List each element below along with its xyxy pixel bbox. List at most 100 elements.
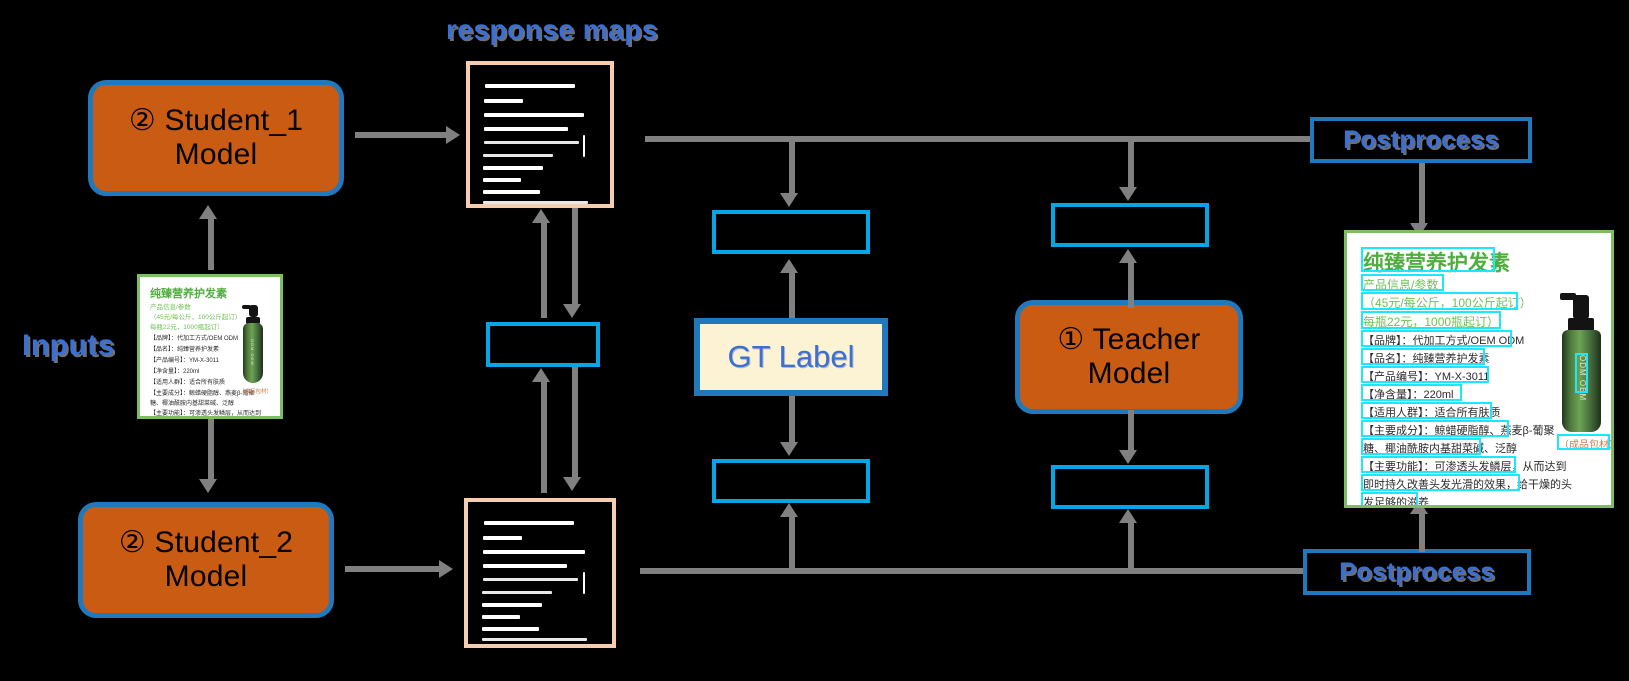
postprocess-bottom-label: Postprocess bbox=[1339, 557, 1495, 586]
branch-bottom-to-loss-gt bbox=[789, 516, 795, 568]
arrow-input-to-student2 bbox=[208, 419, 214, 481]
arrow-respmap-top-down bbox=[572, 208, 578, 306]
arrow-student1-to-respmap bbox=[355, 132, 447, 138]
arrow-gt-to-loss-bottom-head bbox=[780, 442, 798, 456]
loss-box-gt-top[interactable] bbox=[712, 210, 870, 254]
response-map-bottom bbox=[464, 498, 616, 648]
output-card-line-5: 【产品编号】：YM-X-3011 bbox=[1363, 371, 1490, 383]
loss-box-gt-bottom[interactable] bbox=[712, 459, 870, 503]
input-card-line-9: 糖、椰油酰胺内基甜菜碱、泛醇 bbox=[150, 401, 235, 407]
student2-model-label-line2: Model bbox=[164, 560, 248, 593]
arrow-postprocess-top-to-card bbox=[1419, 163, 1425, 225]
arrow-gt-to-loss-bottom bbox=[789, 396, 795, 444]
input-card-line-4: 【品名】：纯臻营养护发素 bbox=[150, 347, 220, 353]
output-card-line-2: 每瓶22元，1000瓶起订） bbox=[1363, 315, 1500, 329]
student2-model-node[interactable]: ② Student_2 Model bbox=[78, 502, 334, 618]
output-card-line-1: （45元/每公斤，100公斤起订） bbox=[1363, 296, 1532, 310]
arrow-input-to-student1-head bbox=[199, 205, 217, 219]
branch-bottom-to-loss-teacher bbox=[1128, 522, 1134, 568]
loss-box-middle[interactable] bbox=[486, 322, 600, 367]
input-product-card: 纯臻营养护发素 产品信息/参数 （45元/每公斤，100公斤起订） 每瓶22元，… bbox=[137, 274, 283, 419]
arrow-teacher-to-loss-bottom-head bbox=[1119, 450, 1137, 464]
input-card-line-5: 【产品编号】：YM-X-3011 bbox=[150, 358, 219, 364]
response-map-top bbox=[466, 61, 614, 208]
arrow-teacher-to-loss-bottom bbox=[1128, 410, 1134, 452]
bus-line-bottom bbox=[640, 568, 1303, 574]
output-card-line-11: 即时持久改善头发光滑的效果，给干燥的头 bbox=[1363, 479, 1572, 491]
input-card-line-6: 【净含量】：220ml bbox=[150, 369, 200, 375]
student1-model-node[interactable]: ② Student_1 Model bbox=[88, 80, 344, 196]
input-card-bottle-cap bbox=[249, 305, 258, 317]
teacher-model-node[interactable]: ① Teacher Model bbox=[1015, 300, 1243, 414]
input-card-line-3: 【品牌】：代加工方式/OEM ODM bbox=[150, 336, 238, 342]
input-card-title: 纯臻营养护发素 bbox=[150, 288, 227, 300]
arrow-input-to-student1 bbox=[208, 218, 214, 270]
arrow-respmap-bottom-up-head bbox=[532, 368, 550, 382]
output-card-title: 纯臻营养护发素 bbox=[1363, 252, 1510, 275]
arrow-middle-to-respmap-bottom bbox=[572, 367, 578, 479]
output-card-line-0: 产品信息/参数 bbox=[1363, 278, 1439, 292]
inputs-label: Inputs bbox=[22, 329, 115, 362]
arrow-respmap-bottom-up bbox=[541, 381, 547, 493]
input-card-line-10: 【主要功能】：可渗透头发鳞层，从而达到 bbox=[150, 411, 262, 417]
arrow-middle-to-respmap-top bbox=[541, 222, 547, 318]
arrow-middle-to-respmap-top-head bbox=[532, 209, 550, 223]
output-card-line-10: 【主要功能】：可渗透头发鳞层，从而达到 bbox=[1363, 461, 1567, 473]
arrow-student1-to-respmap-head bbox=[446, 126, 460, 144]
input-card-line-0: 产品信息/参数 bbox=[150, 304, 191, 311]
student2-model-label-line1: ② Student_2 bbox=[118, 526, 294, 560]
branch-top-to-loss-gt-head bbox=[780, 193, 798, 207]
output-card-bottle-cap bbox=[1573, 295, 1589, 319]
arrow-teacher-to-loss-top bbox=[1128, 262, 1134, 308]
gt-label-text: GT Label bbox=[727, 339, 855, 374]
bus-line-top bbox=[645, 136, 1310, 142]
student1-model-label-line1: ② Student_1 bbox=[128, 104, 304, 138]
output-card-bottle-neck bbox=[1568, 318, 1594, 331]
output-product-card: 纯臻营养护发素 产品信息/参数 （45元/每公斤，100公斤起订） 每瓶22元，… bbox=[1344, 230, 1614, 508]
arrow-middle-to-respmap-bottom-head bbox=[563, 477, 581, 491]
postprocess-top-label: Postprocess bbox=[1343, 125, 1499, 154]
input-card-line-7: 【适用人群】：适合所有肤质 bbox=[150, 380, 226, 386]
postprocess-bottom-node[interactable]: Postprocess bbox=[1303, 549, 1531, 595]
output-card-bottle-spout bbox=[1560, 293, 1576, 300]
arrow-respmap-top-down-head bbox=[563, 304, 581, 318]
arrow-teacher-to-loss-top-head bbox=[1119, 249, 1137, 263]
output-card-line-4: 【品名】：纯臻营养护发素 bbox=[1363, 353, 1490, 365]
branch-top-to-loss-teacher-head bbox=[1119, 187, 1137, 201]
loss-box-teacher-bottom[interactable] bbox=[1051, 465, 1209, 509]
output-card-line-6: 【净含量】：220ml bbox=[1363, 389, 1454, 401]
input-card-line-8: 【主要成分】：鲸蜡硬脂醇、燕麦β-葡聚 bbox=[150, 391, 255, 397]
output-card-line-9: 糖、椰油酰胺内基甜菜碱、泛醇 bbox=[1363, 443, 1517, 455]
arrow-student2-to-respmap-head bbox=[439, 560, 453, 578]
input-card-bottle-body bbox=[243, 323, 263, 383]
postprocess-top-node[interactable]: Postprocess bbox=[1310, 117, 1532, 163]
arrow-input-to-student2-head bbox=[199, 479, 217, 493]
output-card-bottle-caption: （成品包材） bbox=[1559, 440, 1614, 451]
output-card-bottle-body bbox=[1562, 330, 1601, 432]
output-card-bottle-label: ODM OEM bbox=[1578, 355, 1587, 402]
input-card-bottle-spout bbox=[242, 305, 251, 309]
input-card-line-2: 每瓶22元，1000瓶起订） bbox=[150, 324, 224, 331]
student1-model-label-line2: Model bbox=[174, 138, 258, 171]
teacher-model-label-line1: ① Teacher bbox=[1057, 323, 1201, 357]
arrow-postprocess-bottom-to-card bbox=[1419, 512, 1425, 552]
input-card-bottle-caption: （成品包材） bbox=[239, 389, 273, 395]
branch-top-to-loss-teacher bbox=[1128, 136, 1134, 188]
output-card-line-8: 【主要成分】：鲸蜡硬脂醇、燕麦β-葡聚 bbox=[1363, 425, 1555, 437]
output-card-line-3: 【品牌】：代加工方式/OEM ODM bbox=[1363, 335, 1525, 347]
teacher-model-label-line2: Model bbox=[1087, 357, 1171, 390]
arrow-gt-to-loss-top bbox=[789, 272, 795, 318]
output-card-line-12: 发足够的滋养 bbox=[1363, 497, 1429, 508]
input-card-bottle-label: ODM OEM bbox=[250, 339, 255, 366]
arrow-gt-to-loss-top-head bbox=[780, 259, 798, 273]
output-card-line-7: 【适用人群】：适合所有肤质 bbox=[1363, 407, 1501, 419]
response-maps-title: response maps bbox=[446, 14, 658, 45]
branch-top-to-loss-gt bbox=[789, 136, 795, 194]
input-card-bottle-neck bbox=[246, 317, 260, 324]
input-card-line-1: （45元/每公斤，100公斤起订） bbox=[150, 314, 242, 321]
branch-bottom-to-loss-teacher-head bbox=[1119, 509, 1137, 523]
loss-box-teacher-top[interactable] bbox=[1051, 203, 1209, 247]
gt-label-node[interactable]: GT Label bbox=[694, 318, 888, 396]
branch-bottom-to-loss-gt-head bbox=[780, 503, 798, 517]
